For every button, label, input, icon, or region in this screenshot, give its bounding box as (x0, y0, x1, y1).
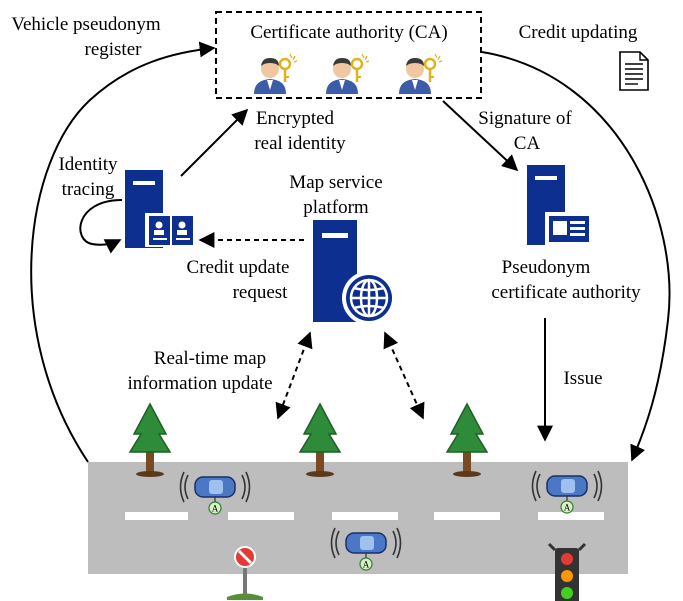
identity-tracing-label: Identity (58, 154, 118, 175)
vehicle-icon: A (179, 471, 251, 515)
vehicle-badge: A (363, 560, 370, 570)
credit-updating-label: Credit updating (519, 22, 638, 43)
issue-label: Issue (563, 368, 602, 389)
realtime-update-label: information update (127, 373, 272, 394)
identity-server-icon (125, 170, 197, 248)
arrow-ca-to-road (481, 51, 671, 462)
encrypted-identity-label: real identity (254, 133, 346, 154)
pseudonym-ca-server-icon (527, 165, 593, 245)
arrow-signature (442, 100, 519, 172)
tree-icon (445, 402, 489, 477)
pseudonym-ca-label: Pseudonym (502, 257, 591, 278)
ca-box (215, 11, 482, 99)
encrypted-identity-label: Encrypted (256, 108, 335, 129)
lane-markings (125, 512, 604, 520)
ca-title: Certificate authority (CA) (250, 22, 447, 43)
arrow-road-to-register (30, 41, 216, 463)
map-platform-label: platform (303, 197, 369, 218)
credit-request-label: request (233, 282, 289, 303)
pseudonym-ca-label: certificate authority (491, 282, 641, 303)
tree-icon (128, 402, 172, 477)
map-server-icon (313, 220, 396, 325)
signature-label: CA (514, 133, 541, 154)
identity-tracing-label: tracing (62, 179, 115, 200)
tree-icon (298, 402, 342, 477)
realtime-update-label: Real-time map (154, 348, 266, 369)
credit-request-label: Credit update (187, 257, 290, 278)
no-entry-sign-icon (227, 546, 263, 600)
arrows (30, 41, 671, 463)
arrow-encrypted-identity (180, 108, 249, 177)
ca-agent-key-icon (399, 53, 443, 94)
ca-agent-key-icon (254, 53, 298, 94)
traffic-light-icon (547, 542, 587, 601)
signature-label: Signature of (478, 108, 572, 129)
vehicle-icon: A (330, 527, 402, 571)
arrow-map-update-left (275, 331, 313, 420)
vehicle-badge: A (212, 504, 219, 514)
arrow-map-update-right (383, 331, 425, 420)
vehicle-register-label: Vehicle pseudonym (11, 14, 161, 35)
vehicle-register-label: register (85, 39, 143, 60)
map-platform-label: Map service (289, 172, 382, 193)
vehicle-badge: A (564, 503, 571, 513)
document-icon (619, 51, 649, 91)
ca-agent-key-icon (326, 53, 370, 94)
arrow-identity-loop (79, 199, 123, 254)
vehicle-icon: A (531, 470, 603, 514)
